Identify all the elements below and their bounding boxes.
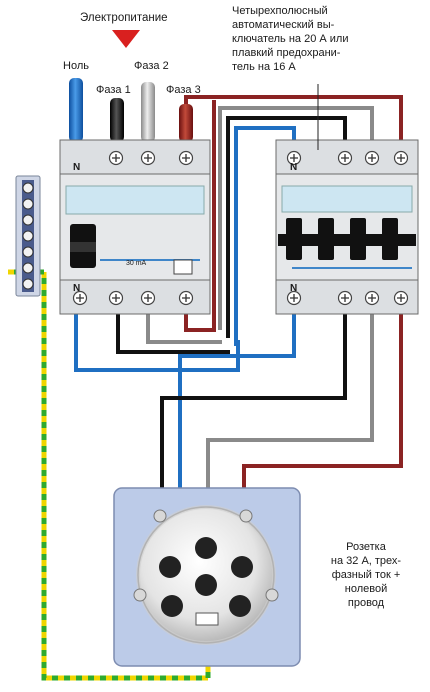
wire-neutral-to-socket [178, 300, 296, 492]
breaker-note-line: тель на 16 А [232, 61, 296, 73]
socket-note-line: на 32 А, трех- [330, 555, 402, 567]
screw-slot-icon [368, 154, 376, 162]
rcd-device [59, 139, 211, 315]
earth-bar-screw-icon [22, 198, 34, 210]
socket-earth-clip [195, 612, 219, 626]
phase2-label: Фаза 2 [134, 60, 169, 72]
socket-note-line: провод [347, 597, 385, 609]
earth-bar-screw-icon [22, 262, 34, 274]
socket-note: Розетка на 32 А, трех- фазный ток + ноле… [316, 540, 416, 610]
breaker-note: Четырехполюсный автоматический вы- ключа… [232, 4, 422, 74]
rcd-test-button [173, 259, 193, 275]
breaker-pole-label-bottom: N [290, 283, 298, 294]
socket-pin-l1 [159, 556, 181, 578]
screw-slot-icon [341, 294, 349, 302]
wire-earth [8, 269, 211, 681]
screw-slot-icon [144, 154, 152, 162]
screw-slot-icon [76, 294, 84, 302]
breaker-note-line: автоматический вы- [232, 19, 335, 31]
earth-bar-screw-icon [22, 230, 34, 242]
cable-phase2 [141, 82, 155, 142]
power-arrow-icon [112, 30, 140, 48]
wire-phase2-to-socket [206, 300, 374, 492]
earth-bar-screw-icon [22, 278, 34, 290]
breaker-note-line: ключатель на 20 А или [232, 33, 349, 45]
phase3-label: Фаза 3 [166, 84, 201, 96]
socket-pin-l5 [229, 595, 251, 617]
rcd-window [65, 185, 205, 215]
wire-phase1-to-socket [160, 300, 347, 492]
screw-slot-icon [397, 294, 405, 302]
screw-slot-icon [341, 154, 349, 162]
screw-slot-icon [182, 154, 190, 162]
socket-note-line: фазный ток + [331, 569, 401, 581]
wire-phase2-feed [218, 106, 374, 330]
socket-pin-l2 [231, 556, 253, 578]
socket [113, 487, 301, 667]
power-supply-label: Электропитание [80, 12, 168, 24]
screw-slot-icon [368, 294, 376, 302]
screw-slot-icon [290, 154, 298, 162]
screw-slot-icon [112, 154, 120, 162]
wire-phase1-feed [226, 116, 347, 338]
earth-terminal-bar [15, 175, 41, 297]
screw-slot-icon [112, 294, 120, 302]
breaker-note-line: Четырехполюсный [232, 5, 328, 17]
screw-slot-icon [397, 154, 405, 162]
cable-phase1 [110, 98, 124, 142]
phase1-label: Фаза 1 [96, 84, 131, 96]
socket-pin-l3 [195, 574, 217, 596]
socket-pin-neutral [195, 537, 217, 559]
earth-bar-screw-icon [22, 182, 34, 194]
socket-note-line: нолевой [344, 583, 388, 595]
breaker-handle-bar [278, 234, 416, 246]
breaker-note-line: плавкий предохрани- [232, 47, 341, 59]
cable-neutral [69, 78, 83, 142]
terminals [72, 150, 409, 306]
breaker-device [275, 139, 419, 315]
screw-slot-icon [182, 294, 190, 302]
screw-slot-icon [144, 294, 152, 302]
socket-note-line: Розетка [346, 541, 386, 553]
breaker-pole-label-top: N [290, 162, 298, 173]
earth-bar-screw-icon [22, 246, 34, 258]
breaker-window [281, 185, 413, 213]
incoming-cables [69, 78, 193, 142]
socket-pin-l4 [161, 595, 183, 617]
wire-neutral-feed [234, 126, 296, 346]
screw-slot-icon [290, 294, 298, 302]
earth-bar-screw-icon [22, 214, 34, 226]
wire-phase1-rcd-out [116, 300, 230, 354]
wire-phase3-to-socket [242, 300, 403, 492]
neutral-label: Ноль [63, 60, 89, 72]
wire-phase3-rcd-out [184, 100, 216, 332]
rcd-pole-label-bottom: N [73, 283, 81, 294]
cable-phase3 [179, 104, 193, 142]
rcd-pole-label-top: N [73, 162, 81, 173]
rcd-current-rating: 30 mA [126, 260, 147, 267]
